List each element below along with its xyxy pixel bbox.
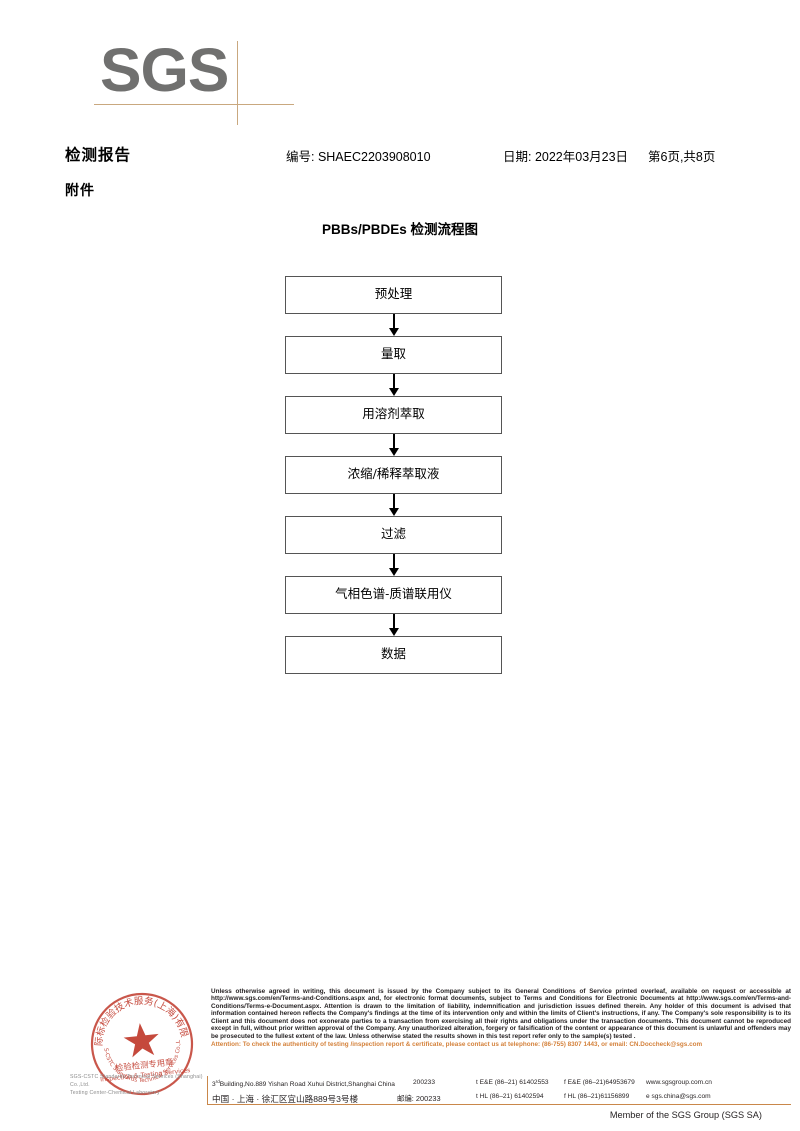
seal-bg-line2: Testing Center-Chemical Laboratory <box>70 1090 160 1096</box>
arrow-shaft <box>392 554 395 570</box>
flow-node-label: 气相色谱-质谱联用仪 <box>335 586 452 601</box>
address-row-cn: 中国 · 上海 · 徐汇区宜山路889号3号楼 邮编: 200233 t HL … <box>212 1091 792 1105</box>
flow-arrow <box>285 374 502 396</box>
flow-node: 浓缩/稀释萃取液 <box>285 456 502 494</box>
tel-ee: t E&E (86–21) 61402553 <box>476 1079 549 1086</box>
tel-hl: t HL (86–21) 61402594 <box>476 1093 544 1100</box>
address-block: 3rdBuilding,No.889 Yishan Road Xuhui Dis… <box>212 1077 792 1105</box>
page-title: 检测报告 <box>65 147 132 164</box>
flow-node: 过滤 <box>285 516 502 554</box>
seal-bg-line1: SGS-CSTC Standards Technical Services (S… <box>70 1074 203 1088</box>
arrow-shaft <box>392 494 395 510</box>
email-link[interactable]: e sgs.china@sgs.com <box>646 1093 711 1100</box>
arrow-head-icon <box>388 448 399 456</box>
logo-horizontal-rule <box>94 104 294 105</box>
report-number: 编号: SHAEC2203908010 <box>286 150 431 164</box>
arrow-head-icon <box>388 388 399 396</box>
report-date: 日期: 2022年03月23日 <box>503 150 629 164</box>
flow-node-label: 预处理 <box>374 286 413 301</box>
sgs-logo: SGS <box>94 36 400 125</box>
document-header: 检测报告 编号: SHAEC2203908010 日期: 2022年03月23日… <box>0 143 800 167</box>
arrow-shaft <box>392 434 395 450</box>
flow-node: 用溶剂萃取 <box>285 396 502 434</box>
legal-body: Unless otherwise agreed in writing, this… <box>211 988 791 1040</box>
arrow-shaft <box>392 374 395 390</box>
page-indicator: 第6页,共8页 <box>648 150 716 164</box>
sgs-logo-text: SGS <box>100 36 229 104</box>
address-en-prefix: 3 <box>212 1081 216 1089</box>
address-divider-horizontal <box>207 1104 791 1105</box>
logo-vertical-rule <box>237 41 238 125</box>
address-divider-vertical <box>207 1076 208 1104</box>
company-seal-stamp: 上海际标检验技术服务(上海)有限公司 SGS-CSTC Standards Te… <box>88 990 196 1098</box>
footer-member-note: Member of the SGS Group (SGS SA) <box>609 1110 762 1120</box>
flowchart: 预处理 量取 用溶剂萃取 浓缩/稀释萃取液 过滤 气相色谱-质谱联用仪 数据 <box>285 276 504 674</box>
flow-arrow <box>285 494 502 516</box>
legal-disclaimer: Unless otherwise agreed in writing, this… <box>211 988 791 1048</box>
flow-arrow <box>285 434 502 456</box>
flowchart-title: PBBs/PBDEs 检测流程图 <box>321 222 479 237</box>
address-en-ordinal: rd <box>215 1079 220 1084</box>
address-row-en: 3rdBuilding,No.889 Yishan Road Xuhui Dis… <box>212 1077 792 1091</box>
fax-ee: f E&E (86–21)64953679 <box>564 1079 635 1086</box>
address-en-zip: 200233 <box>413 1079 436 1086</box>
arrow-shaft <box>392 614 395 630</box>
flow-arrow <box>285 554 502 576</box>
website-link[interactable]: www.sgsgroup.com.cn <box>646 1079 712 1086</box>
seal-background-text: SGS-CSTC Standards Technical Services (S… <box>70 1073 220 1097</box>
arrow-head-icon <box>388 628 399 636</box>
flow-node-label: 数据 <box>380 646 406 661</box>
flow-node: 预处理 <box>285 276 502 314</box>
flow-node: 量取 <box>285 336 502 374</box>
flow-node-label: 量取 <box>380 346 406 361</box>
flow-node-label: 过滤 <box>380 526 406 541</box>
flow-node: 气相色谱-质谱联用仪 <box>285 576 502 614</box>
section-subtitle: 附件 <box>65 182 95 198</box>
flow-node-label: 浓缩/稀释萃取液 <box>347 466 440 481</box>
address-cn-zip: 邮编: 200233 <box>397 1094 441 1103</box>
arrow-head-icon <box>388 508 399 516</box>
address-cn: 中国 · 上海 · 徐汇区宜山路889号3号楼 <box>212 1094 359 1104</box>
fax-hl: f HL (86–21)61156899 <box>564 1093 630 1100</box>
arrow-shaft <box>392 314 395 330</box>
flow-node: 数据 <box>285 636 502 674</box>
flow-node-label: 用溶剂萃取 <box>362 406 425 421</box>
flow-arrow <box>285 614 502 636</box>
address-en-street: Building,No.889 Yishan Road Xuhui Distri… <box>219 1081 395 1089</box>
flow-arrow <box>285 314 502 336</box>
legal-attention-notice: Attention: To check the authenticity of … <box>211 1040 703 1048</box>
arrow-head-icon <box>388 568 399 576</box>
address-en: 3rdBuilding,No.889 Yishan Road Xuhui Dis… <box>212 1079 395 1088</box>
arrow-head-icon <box>388 328 399 336</box>
